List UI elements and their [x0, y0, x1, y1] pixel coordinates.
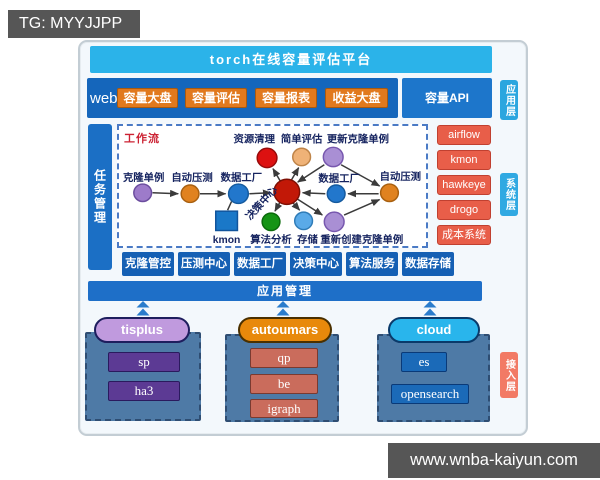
up-arrow-icon [136, 301, 150, 316]
group-item-be[interactable]: be [250, 374, 318, 394]
wf-node-data-factory-left [227, 183, 250, 205]
service-data-storage-button[interactable]: 数据存储 [402, 252, 454, 276]
wf-label-kmon: kmon [213, 235, 241, 246]
workflow-panel: 克隆单例 自动压测 数据工厂 kmon 资源清理 简单评估 更新克隆单例 数据工… [117, 124, 428, 248]
group-pill-cloud[interactable]: cloud [388, 317, 480, 343]
group-item-igraph[interactable]: igraph [250, 399, 318, 418]
group-item-sp[interactable]: sp [108, 352, 180, 372]
capacity-dashboard-button[interactable]: 容量大盘 [117, 88, 178, 108]
workflow-title: 工作流 [124, 133, 160, 145]
watermark-top-left: TG: MYYJJPP [8, 10, 140, 38]
wf-node-auto-loadtest-right [379, 183, 400, 203]
capacity-api-box[interactable]: 容量API [402, 78, 492, 118]
wf-node-recreate-clone [323, 211, 345, 233]
system-item-drogo[interactable]: drogo [437, 200, 491, 220]
wf-node-resource-cleanup [256, 147, 278, 169]
access-layer-label: 接入层 [500, 352, 518, 398]
wf-node-data-factory-right [326, 184, 346, 204]
group-item-qp[interactable]: qp [250, 348, 318, 368]
app-management-bar: 应用管理 [88, 281, 482, 301]
up-arrow-icon [276, 301, 290, 316]
system-item-kmon[interactable]: kmon [437, 150, 491, 170]
service-data-factory-button[interactable]: 数据工厂 [234, 252, 286, 276]
wf-label-storage: 存储 [297, 233, 318, 246]
wf-label-algo-analysis: 算法分析 [249, 233, 292, 246]
system-layer-label: 系统层 [500, 173, 518, 216]
service-loadtest-center-button[interactable]: 压测中心 [178, 252, 230, 276]
capacity-evaluation-button[interactable]: 容量评估 [185, 88, 247, 108]
workflow-diagram: 克隆单例 自动压测 数据工厂 kmon 资源清理 简单评估 更新克隆单例 数据工… [123, 133, 421, 246]
group-pill-autoumars[interactable]: autoumars [238, 317, 332, 343]
group-panel-cloud [377, 334, 490, 422]
system-column: airflow kmon hawkeye drogo 成本系统 [437, 125, 491, 245]
wf-label-simple-evaluation: 简单评估 [281, 133, 323, 146]
wf-label-data-factory-left: 数据工厂 [221, 171, 262, 184]
wf-node-simple-evaluation [291, 147, 312, 167]
task-management-bar: 任务管理 [88, 124, 112, 270]
wf-label-resource-cleanup: 资源清理 [234, 133, 276, 146]
revenue-dashboard-button[interactable]: 收益大盘 [325, 88, 388, 108]
application-layer-label: 应用层 [500, 80, 518, 120]
system-item-hawkeye[interactable]: hawkeye [437, 175, 491, 195]
wf-node-algo-analysis [261, 212, 281, 232]
wf-node-decision-center [273, 178, 301, 206]
up-arrow-icon [423, 301, 437, 316]
wf-label-update-clone: 更新克隆单例 [327, 133, 389, 146]
watermark-bottom-right: www.wnba-kaiyun.com [388, 443, 600, 478]
wf-node-storage [293, 211, 314, 231]
wf-label-recreate-clone: 重新创建克隆单例 [320, 233, 403, 246]
group-item-opensearch[interactable]: opensearch [391, 384, 469, 404]
service-algo-service-button[interactable]: 算法服务 [346, 252, 398, 276]
group-item-ha3[interactable]: ha3 [108, 381, 180, 401]
wf-node-update-clone [322, 146, 344, 168]
wf-node-clone-instance [133, 183, 153, 203]
wf-node-kmon [214, 210, 239, 232]
group-item-es[interactable]: es [401, 352, 447, 372]
wf-label-auto-loadtest-right: 自动压测 [380, 170, 421, 183]
system-item-airflow[interactable]: airflow [437, 125, 491, 145]
web-label: web [90, 90, 118, 107]
capacity-report-button[interactable]: 容量报表 [255, 88, 317, 108]
wf-label-auto-loadtest-left: 自动压测 [171, 171, 212, 184]
service-decision-center-button[interactable]: 决策中心 [290, 252, 342, 276]
group-panel-tisplus [85, 332, 201, 421]
wf-label-clone-instance: 克隆单例 [123, 171, 164, 184]
system-item-cost-system[interactable]: 成本系统 [437, 225, 491, 245]
group-pill-tisplus[interactable]: tisplus [94, 317, 190, 343]
wf-label-data-factory-right: 数据工厂 [318, 172, 359, 185]
platform-title: torch在线容量评估平台 [90, 46, 492, 73]
service-clone-control-button[interactable]: 克隆管控 [122, 252, 174, 276]
wf-node-auto-loadtest-left [180, 184, 200, 204]
service-row: 克隆管控 压测中心 数据工厂 决策中心 算法服务 数据存储 [122, 252, 454, 276]
